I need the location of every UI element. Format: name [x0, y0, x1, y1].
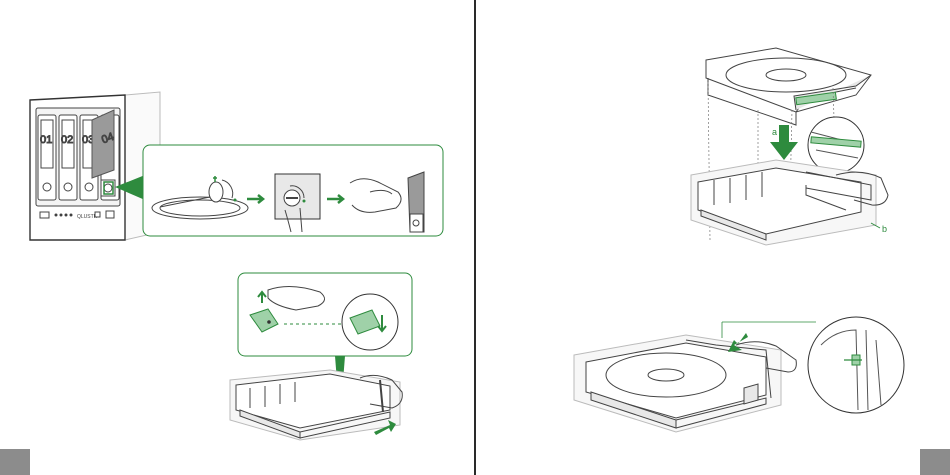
left-page-illustrations: 01 02 03 04	[0, 0, 474, 475]
connector-zoom	[808, 117, 864, 173]
unlock-steps-panel	[143, 145, 443, 236]
latch-zoom	[808, 317, 904, 413]
left-page: 01 02 03 04	[0, 0, 474, 475]
drive-installed-illustration	[574, 335, 796, 432]
callout-a: a	[772, 127, 777, 137]
drive-tray-illustration	[230, 370, 402, 440]
drive-tray-open	[691, 160, 888, 245]
page-number-tab	[0, 449, 30, 475]
bay-tray-01: 01	[38, 115, 56, 200]
bay-tray-02: 02	[59, 115, 77, 200]
right-page: a b	[476, 0, 950, 475]
page-number-tab	[920, 449, 950, 475]
hard-drive-illustration	[706, 48, 871, 125]
right-page-illustrations: a b	[476, 0, 950, 475]
tray-release-panel	[238, 273, 412, 356]
nas-device-illustration: 01 02 03 04	[30, 92, 160, 240]
bay-label: 01	[40, 134, 52, 146]
callout-b: b	[882, 224, 887, 234]
bay-label: 02	[61, 134, 73, 146]
